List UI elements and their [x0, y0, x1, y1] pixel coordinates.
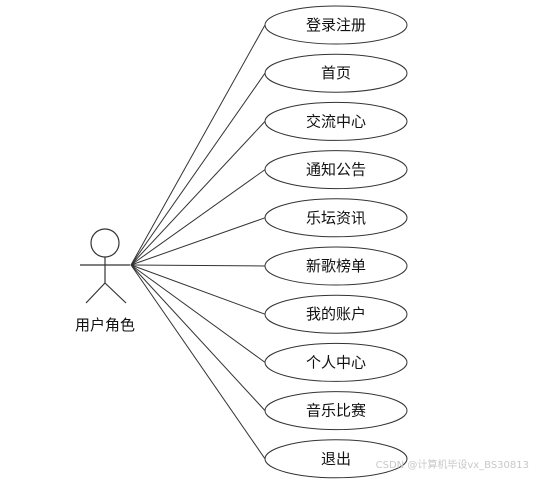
- use-case-ellipse: [264, 198, 408, 238]
- actor-left-leg: [85, 282, 106, 304]
- use-case-ellipse: [264, 439, 408, 479]
- use-case-ellipse: [264, 53, 408, 93]
- use-case: 我的账户: [264, 294, 408, 334]
- use-case-label: 通知公告: [306, 161, 366, 179]
- use-case-ellipse: [264, 101, 408, 141]
- use-case-label: 音乐比赛: [306, 402, 366, 420]
- use-case-label: 新歌榜单: [306, 257, 366, 275]
- association-lines: [130, 24, 266, 460]
- use-case-ellipse: [264, 391, 408, 431]
- actor-head: [90, 228, 120, 258]
- use-case-label: 乐坛资讯: [306, 209, 366, 227]
- use-case: 音乐比赛: [264, 391, 408, 431]
- use-case: 个人中心: [264, 342, 408, 382]
- actor-right-leg: [104, 282, 127, 304]
- use-case-label: 我的账户: [306, 305, 366, 323]
- use-case: 通知公告: [264, 150, 408, 190]
- association-line: [130, 264, 266, 315]
- use-case-label: 登录注册: [306, 16, 366, 34]
- association-line: [130, 264, 266, 267]
- use-case-ellipse: [264, 5, 408, 45]
- use-case: 登录注册: [264, 5, 408, 45]
- use-case-label: 退出: [321, 450, 351, 468]
- actor-figure: 用户角色: [75, 228, 135, 334]
- association-line: [130, 121, 266, 266]
- watermark: CSDN @计算机毕设vx_BS30813: [375, 460, 529, 471]
- association-line: [130, 264, 266, 460]
- use-case-ellipse: [264, 294, 408, 334]
- use-case-label: 首页: [321, 64, 351, 82]
- use-case-ellipse: [264, 150, 408, 190]
- association-line: [130, 169, 266, 266]
- use-case: 乐坛资讯: [264, 198, 408, 238]
- association-line: [130, 264, 266, 363]
- use-case-label: 交流中心: [306, 112, 366, 130]
- association-line: [130, 264, 266, 411]
- association-line: [130, 24, 266, 266]
- use-case-ellipse: [264, 246, 408, 286]
- association-line: [130, 217, 266, 266]
- use-case: 首页: [264, 53, 408, 93]
- use-case: 退出: [264, 439, 408, 479]
- association-line: [130, 72, 266, 266]
- use-case: 交流中心: [264, 101, 408, 141]
- use-case: 新歌榜单: [264, 246, 408, 286]
- use-case-label: 个人中心: [306, 353, 366, 371]
- actor-label: 用户角色: [75, 316, 135, 334]
- use-case-ellipse: [264, 342, 408, 382]
